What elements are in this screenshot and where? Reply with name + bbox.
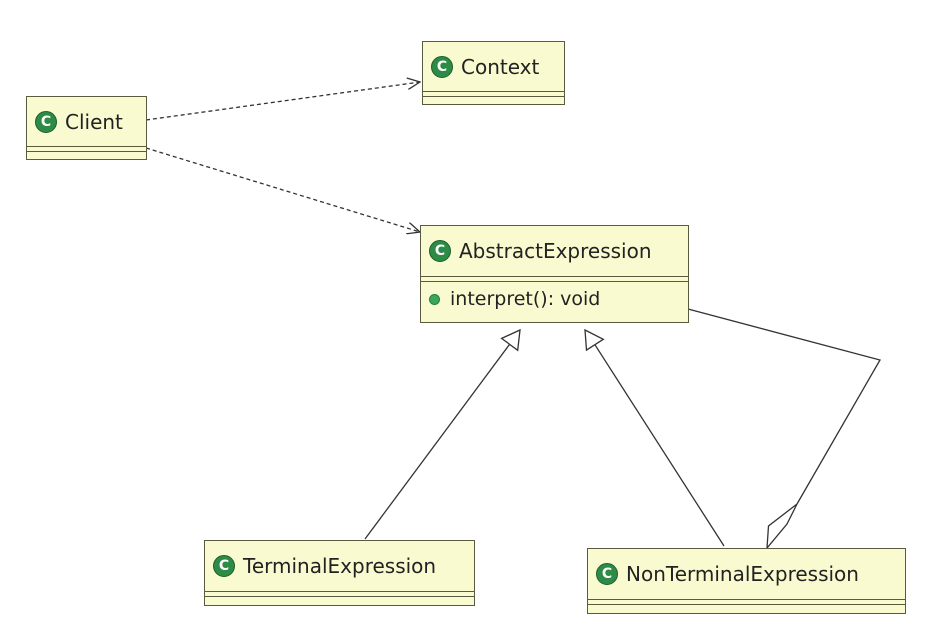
methods-separator xyxy=(27,151,146,152)
class-icon: C xyxy=(429,240,451,262)
attributes-separator xyxy=(588,599,905,600)
class-nonterminalexpression[interactable]: C NonTerminalExpression xyxy=(587,548,906,614)
class-client-header: C Client xyxy=(27,97,146,146)
class-abstractexpression[interactable]: C AbstractExpression interpret(): void xyxy=(420,225,689,323)
attributes-separator xyxy=(27,146,146,147)
class-abstractexpression-name: AbstractExpression xyxy=(459,239,652,263)
class-icon: C xyxy=(596,563,618,585)
class-nonterminalexpression-header: C NonTerminalExpression xyxy=(588,549,905,599)
class-abstractexpression-header: C AbstractExpression xyxy=(421,226,688,276)
class-context[interactable]: C Context xyxy=(422,41,565,105)
methods-separator xyxy=(588,604,905,605)
class-nonterminalexpression-name: NonTerminalExpression xyxy=(626,562,859,586)
class-icon: C xyxy=(431,55,453,78)
class-client-name: Client xyxy=(65,109,123,134)
class-terminalexpression[interactable]: C TerminalExpression xyxy=(204,540,475,606)
generalization-nonterminal-arrowhead xyxy=(584,328,605,352)
methods-separator xyxy=(205,596,474,597)
class-icon: C xyxy=(213,555,235,577)
class-icon: C xyxy=(35,110,57,133)
public-method-icon xyxy=(429,293,440,305)
aggregation-line xyxy=(687,308,881,505)
class-client[interactable]: C Client xyxy=(26,96,147,160)
generalization-nonterminal-line xyxy=(594,344,725,547)
dependency-client-abstractexpression xyxy=(145,147,420,232)
attributes-separator xyxy=(421,276,688,277)
methods-separator xyxy=(421,281,688,282)
class-context-name: Context xyxy=(461,54,540,79)
generalization-terminal-line xyxy=(364,343,511,540)
method-interpret[interactable]: interpret(): void xyxy=(421,282,688,316)
attributes-separator xyxy=(423,91,564,92)
methods-separator xyxy=(423,96,564,97)
dependency-client-context xyxy=(145,82,420,121)
class-context-header: C Context xyxy=(423,42,564,91)
class-terminalexpression-name: TerminalExpression xyxy=(243,554,437,578)
aggregation-diamond xyxy=(766,503,798,550)
generalization-terminal-arrowhead xyxy=(500,328,521,352)
method-interpret-text: interpret(): void xyxy=(450,288,601,310)
class-terminalexpression-header: C TerminalExpression xyxy=(205,541,474,591)
attributes-separator xyxy=(205,591,474,592)
